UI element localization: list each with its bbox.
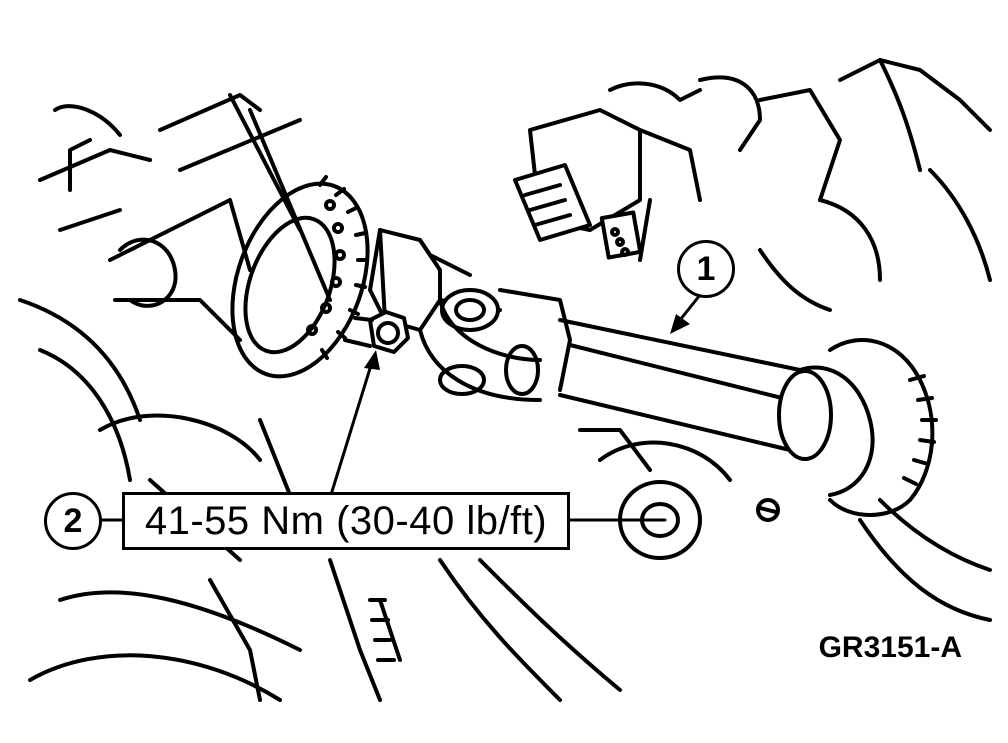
- lower-bushing: [578, 428, 732, 560]
- torque-spec-label: 41-55 Nm (30-40 lb/ft): [122, 492, 570, 550]
- electrical-connector: [513, 81, 702, 262]
- upper-structure: [698, 58, 992, 312]
- steering-boot: [756, 338, 992, 622]
- figure-id: GR3151-A: [818, 631, 962, 664]
- universal-joint: [368, 228, 572, 402]
- leader-lines: [98, 293, 702, 522]
- callout-2: 2: [44, 492, 102, 550]
- reluctor-ring: [230, 175, 370, 379]
- callout-1: 1: [677, 240, 735, 298]
- pinch-bolt: [343, 310, 410, 354]
- intermediate-shaft: [558, 318, 875, 497]
